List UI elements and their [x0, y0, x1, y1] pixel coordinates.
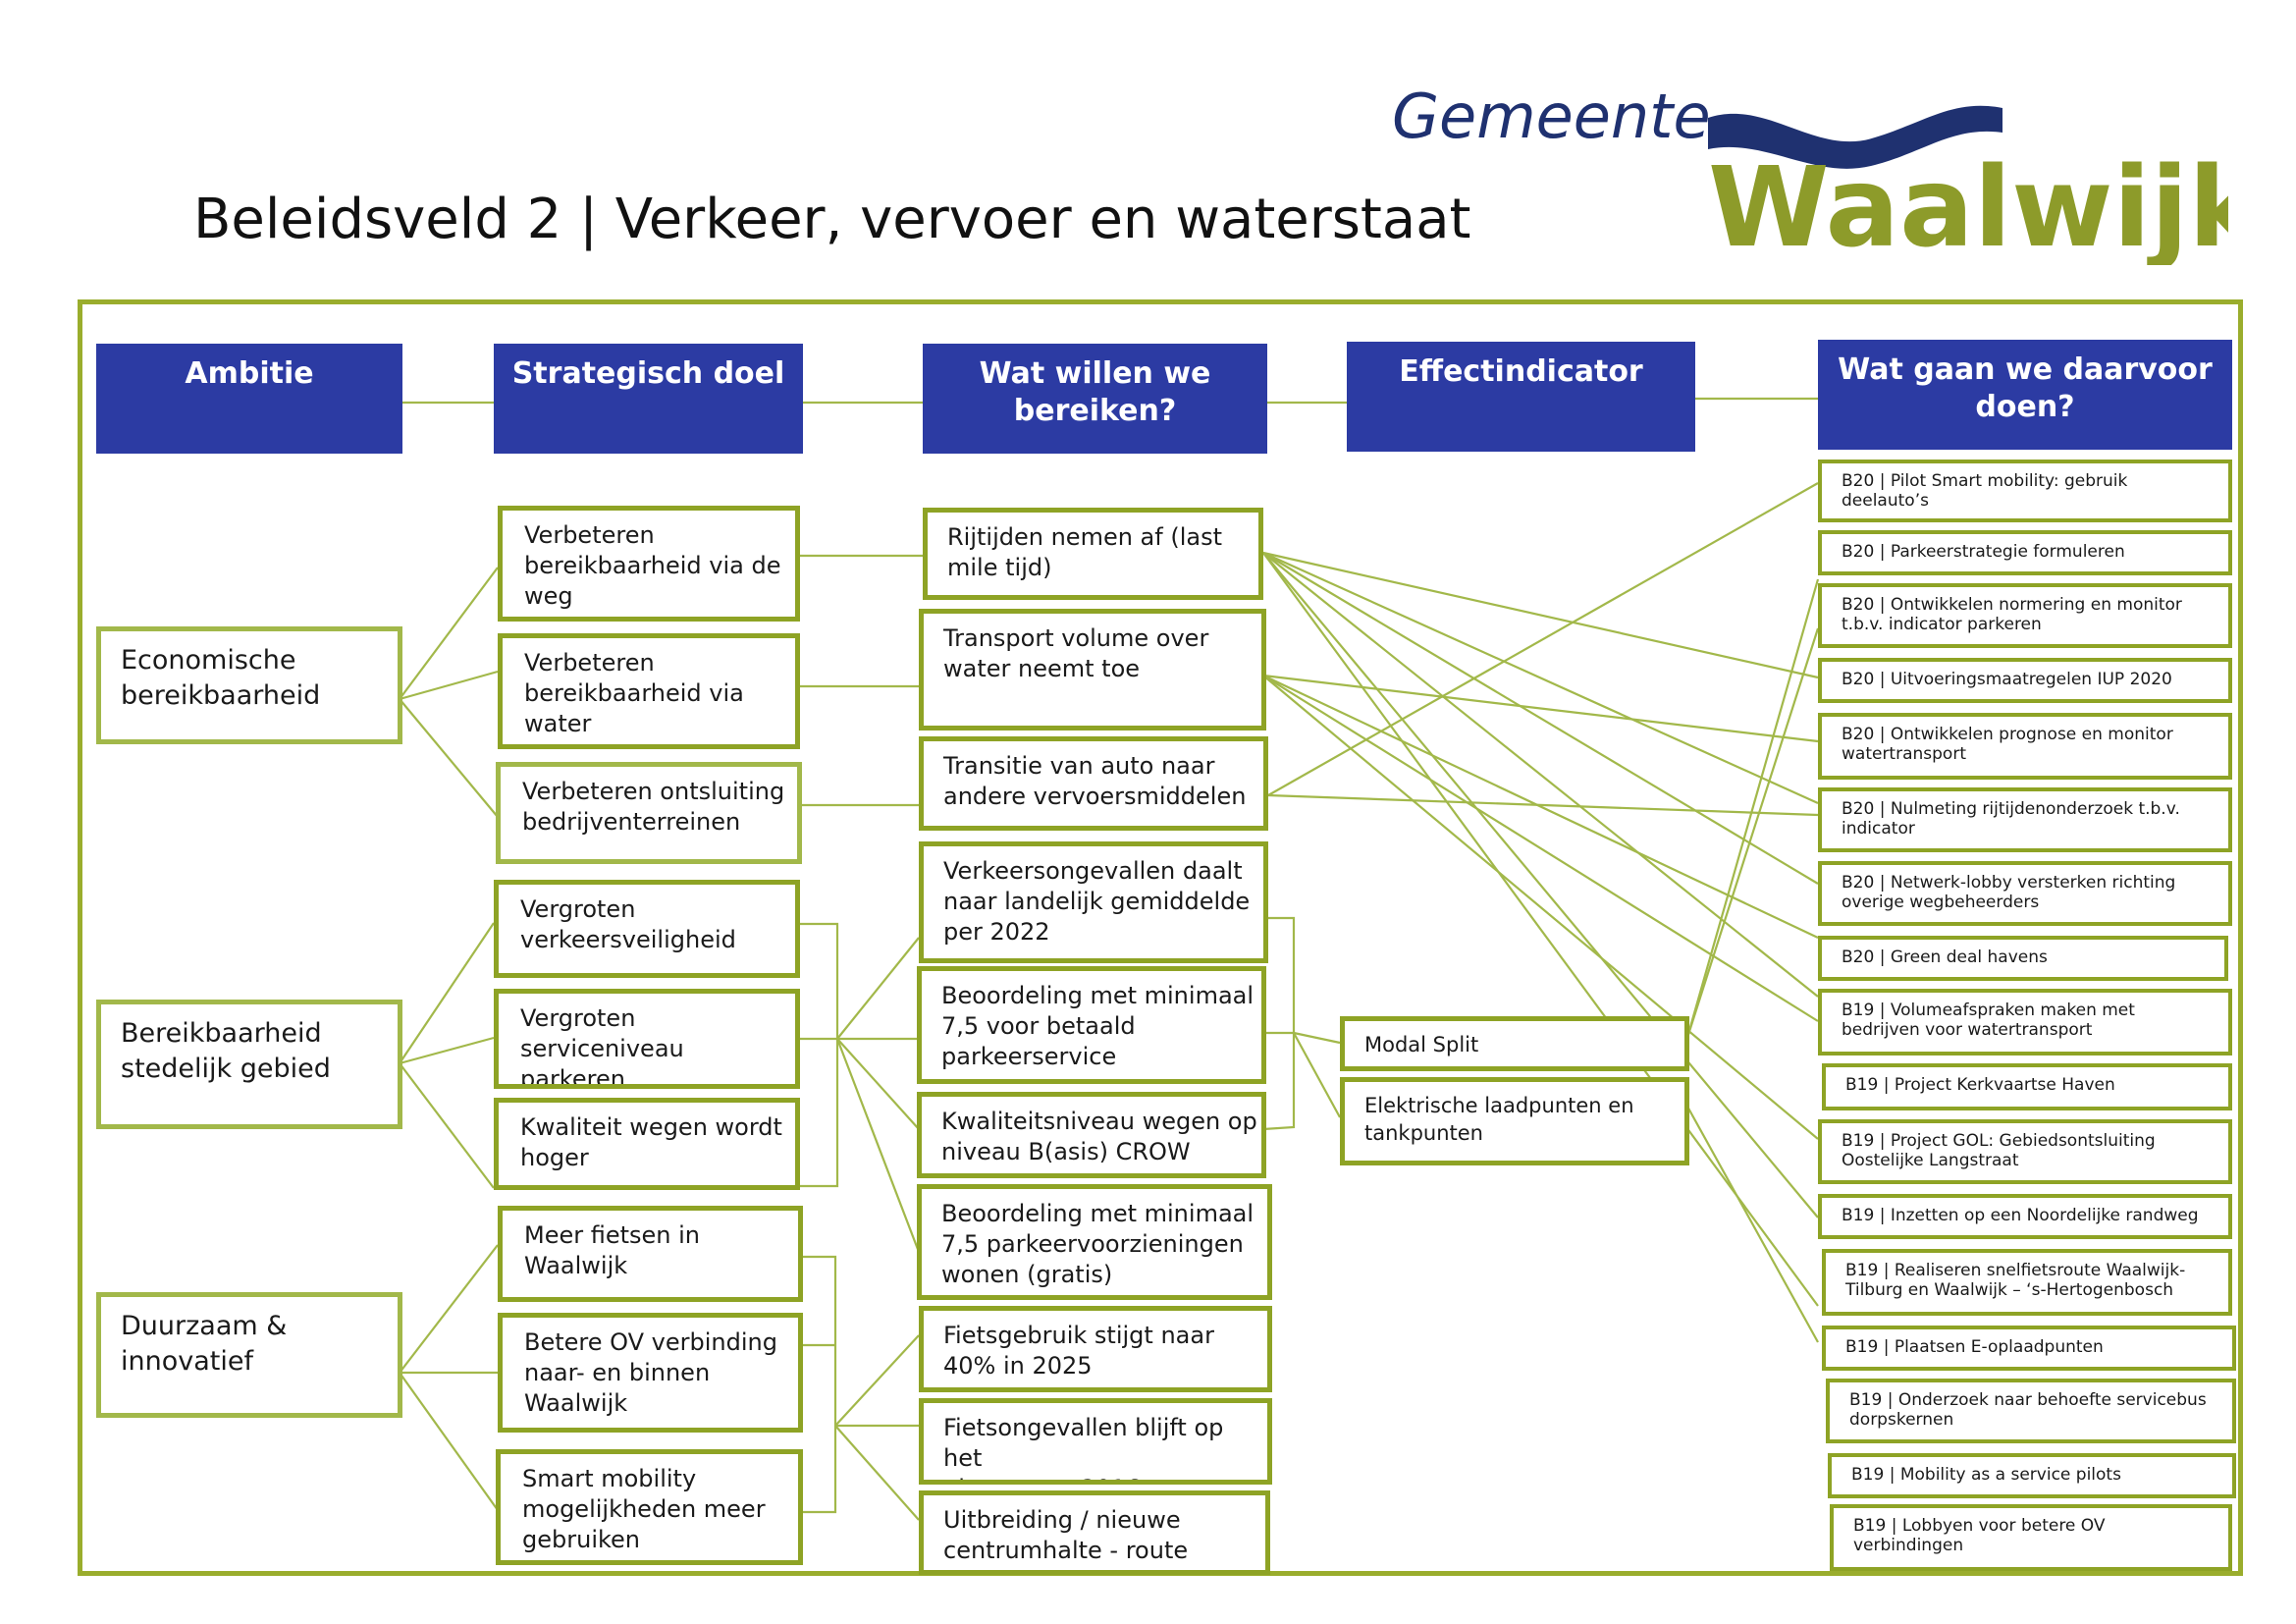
- actie-box: B19 | Onderzoek naar behoefte servicebus…: [1826, 1379, 2236, 1443]
- actie-box: B20 | Netwerk-lobby versterken richting …: [1818, 861, 2232, 926]
- actie-box: B19 | Mobility as a service pilots: [1828, 1453, 2236, 1498]
- ambitie-box: Duurzaam & innovatief: [96, 1292, 402, 1418]
- ambitie-box: Economische bereikbaarheid: [96, 626, 402, 744]
- actie-box: B20 | Nulmeting rijtijdenonderzoek t.b.v…: [1818, 787, 2232, 852]
- header-wat-willen-we-bereiken: Wat willen we bereiken?: [923, 344, 1267, 454]
- header-strategisch-doel: Strategisch doel: [494, 344, 803, 454]
- actie-box: B19 | Inzetten op een Noordelijke randwe…: [1818, 1194, 2232, 1239]
- resultaat-box: Rijtijden nemen af (last mile tijd): [923, 508, 1263, 600]
- actie-box: B19 | Volumeafspraken maken met bedrijve…: [1818, 989, 2232, 1056]
- resultaat-box: Beoordeling met minimaal 7,5 parkeervoor…: [917, 1184, 1272, 1300]
- actie-box: B20 | Parkeerstrategie formuleren: [1818, 530, 2232, 575]
- svg-text:Gemeente: Gemeente: [1392, 81, 1711, 152]
- doel-box: Verbeteren ontsluiting bedrijventerreine…: [496, 762, 802, 864]
- resultaat-box: Kwaliteitsniveau wegen op niveau B(asis)…: [917, 1092, 1266, 1178]
- ambitie-box: Bereikbaarheid stedelijk gebied: [96, 1000, 402, 1129]
- doel-box: Vergroten verkeersveiligheid: [494, 880, 800, 978]
- doel-box: Kwaliteit wegen wordt hoger: [494, 1098, 800, 1190]
- resultaat-box: Fietsongevallen blijft op het niveau van…: [919, 1398, 1272, 1485]
- doel-box: Smart mobility mogelijkheden meer gebrui…: [496, 1449, 803, 1565]
- effectindicator-box: Modal Split: [1340, 1016, 1689, 1071]
- actie-box: B19 | Project Kerkvaartse Haven: [1822, 1063, 2232, 1110]
- resultaat-box: Beoordeling met minimaal 7,5 voor betaal…: [917, 966, 1266, 1084]
- actie-box: B20 | Ontwikkelen prognose en monitor wa…: [1818, 713, 2232, 780]
- doel-box: Vergroten serviceniveau parkeren: [494, 989, 800, 1089]
- page-title: Beleidsveld 2 | Verkeer, vervoer en wate…: [193, 188, 1471, 251]
- resultaat-box: Verkeersongevallen daalt naar landelijk …: [919, 841, 1268, 963]
- actie-box: B19 | Plaatsen E-oplaadpunten: [1822, 1326, 2236, 1371]
- actie-box: B20 | Ontwikkelen normering en monitor t…: [1818, 583, 2232, 648]
- header-ambitie: Ambitie: [96, 344, 402, 454]
- gemeente-waalwijk-logo: Gemeente Waalwijk: [1392, 81, 2228, 265]
- header-wat-gaan-we-daarvoor-doen: Wat gaan we daarvoor doen?: [1818, 340, 2232, 450]
- actie-box: B19 | Project GOL: Gebiedsontsluiting Oo…: [1818, 1119, 2232, 1184]
- actie-box: B20 | Pilot Smart mobility: gebruik deel…: [1818, 460, 2232, 522]
- doel-box: Betere OV verbinding naar- en binnen Waa…: [498, 1313, 803, 1433]
- actie-box: B20 | Uitvoeringsmaatregelen IUP 2020: [1818, 658, 2232, 703]
- svg-text:Waalwijk: Waalwijk: [1708, 144, 2228, 265]
- doel-box: Verbeteren bereikbaarheid via water: [498, 633, 800, 749]
- resultaat-box: Uitbreiding / nieuwe centrumhalte - rout…: [919, 1490, 1270, 1575]
- actie-box: B19 | Realiseren snelfietsroute Waalwijk…: [1822, 1249, 2232, 1316]
- effectindicator-box: Elektrische laadpunten en tankpunten: [1340, 1077, 1689, 1165]
- header-effectindicator: Effectindicator: [1347, 342, 1695, 452]
- resultaat-box: Transitie van auto naar andere vervoersm…: [919, 736, 1268, 831]
- resultaat-box: Fietsgebruik stijgt naar 40% in 2025: [919, 1306, 1272, 1392]
- doel-box: Verbeteren bereikbaarheid via de weg: [498, 506, 800, 622]
- resultaat-box: Transport volume over water neemt toe: [919, 609, 1266, 731]
- actie-box: B20 | Green deal havens: [1818, 936, 2228, 981]
- actie-box: B19 | Lobbyen voor betere OV verbindinge…: [1830, 1504, 2232, 1571]
- doel-box: Meer fietsen in Waalwijk: [498, 1206, 803, 1302]
